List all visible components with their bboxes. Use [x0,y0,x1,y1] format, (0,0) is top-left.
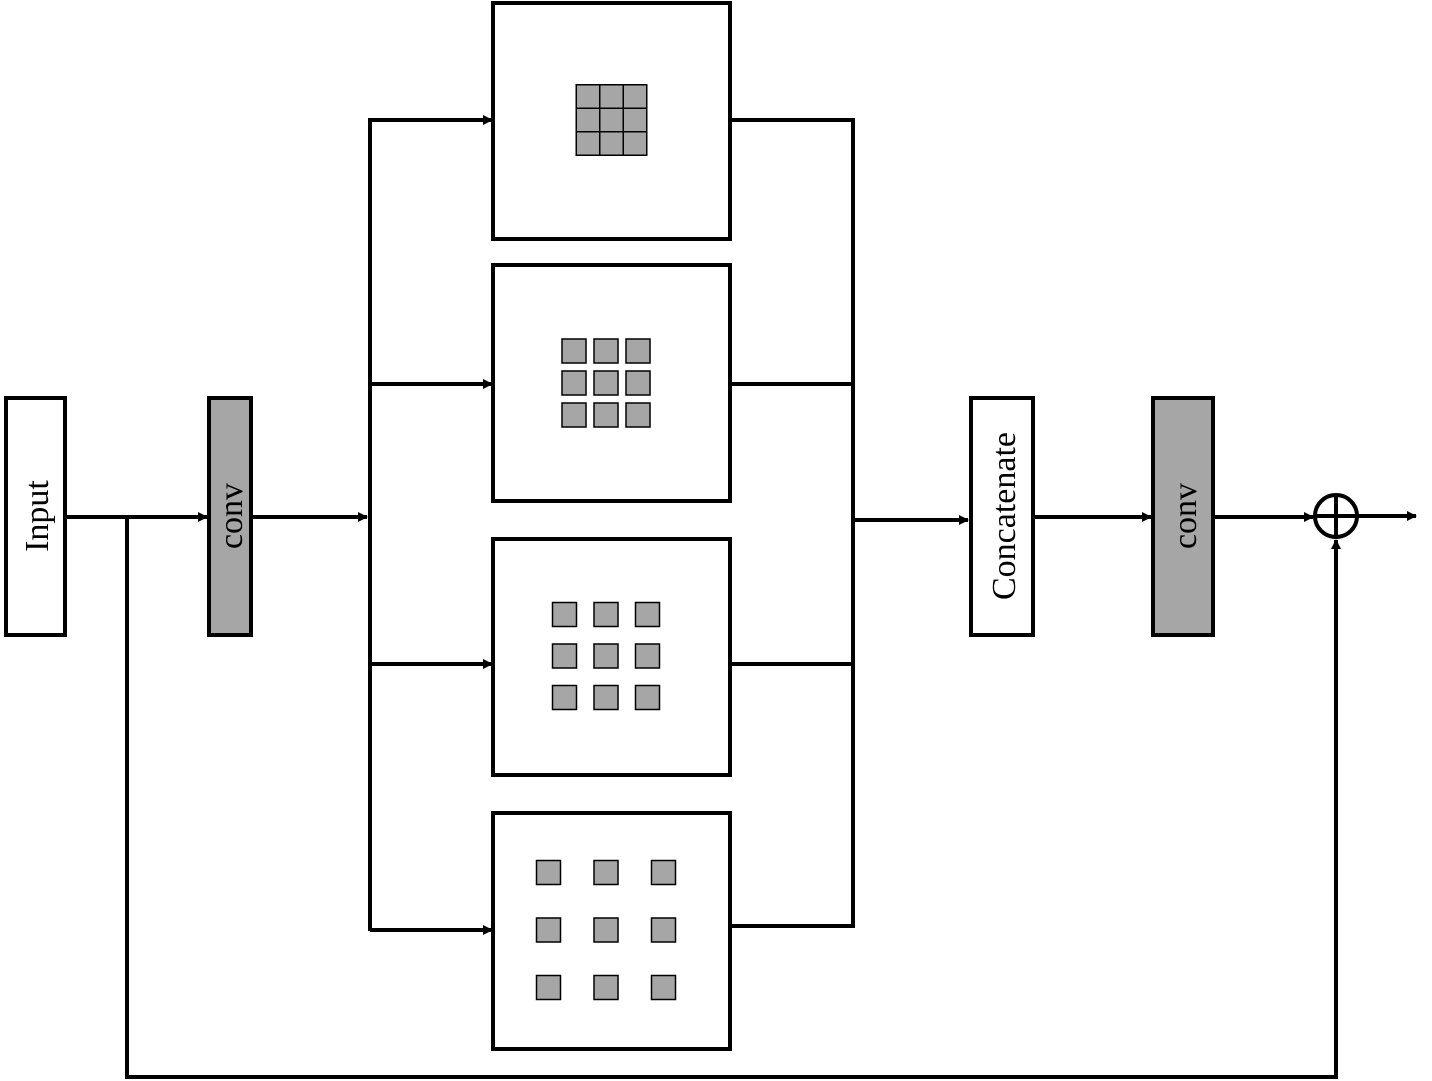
kernel-cell-dilation-rate-4-r1c1 [593,917,619,943]
kernel-cell-dilation-rate-4-r1c2 [650,917,677,943]
kernel-cell-dilation-rate-3-r0c1 [593,601,619,628]
kernel-cell-dilation-rate-3-r1c0 [551,643,578,669]
conv-rect-second [1151,396,1215,637]
kernel-cell-dilation-rate-3-r1c1 [593,643,619,669]
kernel-cell-dilation-rate-3-r0c2 [634,601,661,628]
kernel-cell-dilation-rate-1-r1c2 [622,107,648,133]
kernel-cell-dilation-rate-2-r2c2 [625,402,651,428]
concatenate-block: Concatenate [969,396,1035,637]
conv-label-second: conv [1167,483,1204,549]
element-wise-add-icon [1313,493,1359,539]
kernel-cell-dilation-rate-3-r1c2 [634,643,661,669]
kernel-cell-dilation-rate-1-r0c1 [599,84,624,109]
kernel-cell-dilation-rate-3-r2c2 [634,684,661,711]
kernel-cell-dilation-rate-1-r2c2 [622,131,648,156]
kernel-cell-dilation-rate-2-r2c1 [593,402,619,428]
kernel-cell-dilation-rate-3-r0c0 [551,601,578,628]
kernel-cell-dilation-rate-1-r1c1 [599,107,624,133]
kernel-cell-dilation-rate-1-r2c0 [575,131,601,156]
kernel-cell-dilation-rate-2-r1c0 [561,370,587,396]
kernel-cell-dilation-rate-3-r2c1 [593,684,619,711]
kernel-cell-dilation-rate-4-r0c1 [593,859,619,886]
kernel-cell-dilation-rate-4-r0c0 [535,859,562,886]
conv-block-first: conv [207,396,253,637]
residual-skip-connection [125,517,1341,1079]
input-label: Input [19,480,56,552]
kernel-cell-dilation-rate-4-r2c1 [593,974,619,1001]
kernel-cell-dilation-rate-4-r0c2 [650,859,677,886]
kernel-cell-dilation-rate-4-r2c0 [535,974,562,1001]
concatenate-label: Concatenate [986,432,1023,600]
kernel-cell-dilation-rate-2-r1c1 [593,370,619,396]
input-block: Input [4,396,67,637]
kernel-cell-dilation-rate-3-r2c0 [551,684,578,711]
conv-block-second: conv [1151,396,1215,637]
kernel-cell-dilation-rate-2-r2c0 [561,402,587,428]
kernel-cell-dilation-rate-2-r0c2 [625,338,651,364]
kernel-cell-dilation-rate-2-r0c0 [561,338,587,364]
kernel-cell-dilation-rate-4-r2c2 [650,974,677,1001]
kernel-cell-dilation-rate-1-r1c0 [575,107,601,133]
conv-label-first: conv [213,483,250,549]
kernel-cell-dilation-rate-1-r2c1 [599,131,624,156]
kernel-cell-dilation-rate-1-r0c0 [575,84,601,109]
kernel-cell-dilation-rate-4-r1c0 [535,917,562,943]
kernel-grids [535,84,677,1001]
kernel-cell-dilation-rate-2-r0c1 [593,338,619,364]
kernel-cell-dilation-rate-2-r1c2 [625,370,651,396]
kernel-cell-dilation-rate-1-r0c2 [622,84,648,109]
